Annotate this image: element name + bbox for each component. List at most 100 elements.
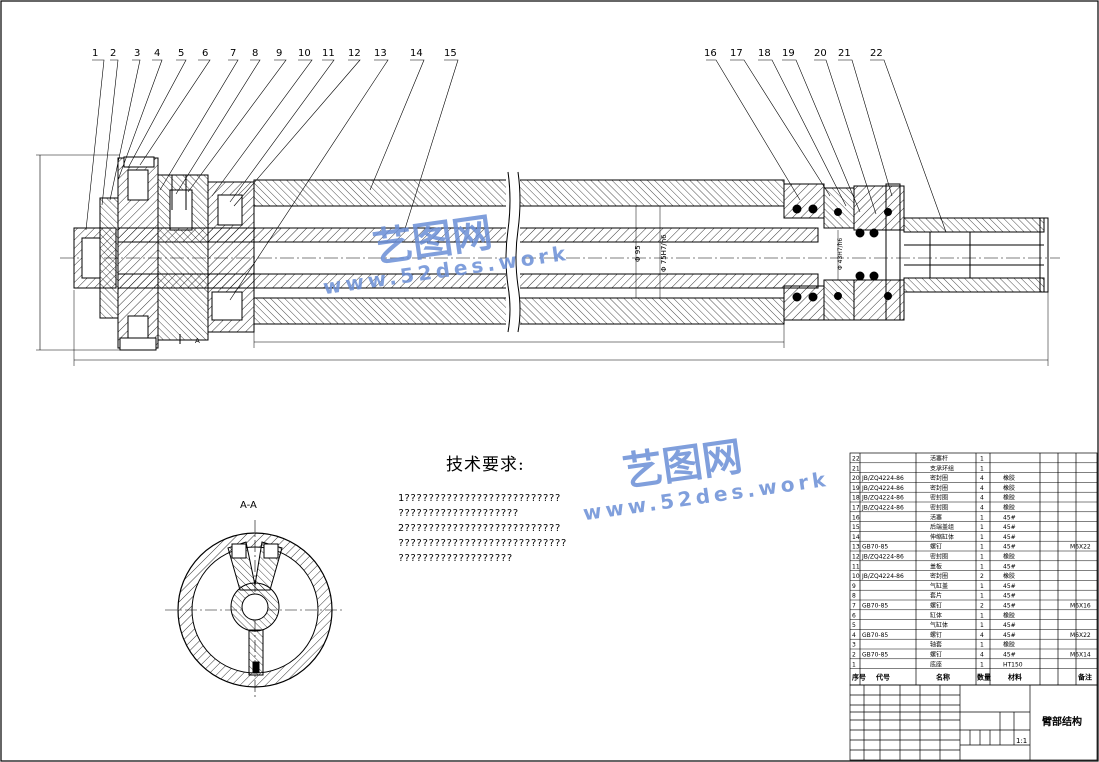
bom-cell-no: 22 <box>852 456 860 463</box>
bom-cell-mat: HT150 <box>1003 661 1023 668</box>
bom-cell-mat: 45# <box>1003 534 1016 541</box>
bom-cell-name: 螺钉 <box>930 543 942 551</box>
tech-req-line-1: 1?????????????????????????? <box>398 493 561 504</box>
bom-cell-no: 4 <box>852 632 856 639</box>
bom-cell-mat: 45# <box>1003 632 1016 639</box>
bom-cell-no: 9 <box>852 583 856 590</box>
bom-cell-code: JB/ZQ4224-86 <box>861 573 904 580</box>
bom-cell-qty: 1 <box>980 524 984 531</box>
bom-cell-no: 15 <box>852 524 860 531</box>
bom-cell-qty: 1 <box>980 534 984 541</box>
part-label-21: 21 <box>838 48 851 59</box>
bom-cell-qty: 1 <box>980 642 984 649</box>
section-view-aa <box>165 520 345 700</box>
bom-cell-name: 轴套 <box>930 641 942 649</box>
bom-cell-no: 2 <box>852 652 856 659</box>
bom-header-name: 名称 <box>936 673 950 682</box>
bom-cell-qty: 1 <box>980 465 984 472</box>
bom-cell-code: JB/ZQ4224-86 <box>861 495 904 502</box>
bom-cell-mat: 橡胶 <box>1003 494 1015 502</box>
bom-cell-name: 后端盖组 <box>930 523 954 531</box>
bom-cell-mat: 橡胶 <box>1003 611 1015 619</box>
part-label-1: 1 <box>92 48 98 59</box>
section-view-label: A-A <box>240 500 257 511</box>
part-label-3: 3 <box>134 48 140 59</box>
bom-cell-name: 螺钉 <box>930 631 942 639</box>
bom-cell-no: 16 <box>852 514 860 521</box>
part-label-14: 14 <box>410 48 423 59</box>
bom-cell-no: 21 <box>852 465 860 472</box>
bom-cell-mat: 橡胶 <box>1003 484 1015 492</box>
bom-cell-qty: 1 <box>980 456 984 463</box>
bom-cell-code: GB70-85 <box>862 632 888 639</box>
bom-cell-note: M6X16 <box>1070 603 1091 610</box>
bom-cell-mat: 45# <box>1003 544 1016 551</box>
bom-cell-name: 密封圈 <box>930 474 948 482</box>
bom-cell-mat: 45# <box>1003 603 1016 610</box>
bom-cell-no: 14 <box>852 534 860 541</box>
part-label-17: 17 <box>730 48 743 59</box>
bom-cell-qty: 2 <box>980 573 984 580</box>
bom-cell-no: 18 <box>852 495 860 502</box>
bom-cell-mat: 45# <box>1003 563 1016 570</box>
part-label-10: 10 <box>298 48 311 59</box>
bom-cell-code: GB70-85 <box>862 652 888 659</box>
bom-cell-mat: 45# <box>1003 514 1016 521</box>
bom-cell-qty: 2 <box>980 603 984 610</box>
bom-cell-no: 13 <box>852 544 860 551</box>
bom-cell-no: 19 <box>852 485 860 492</box>
bom-cell-qty: 1 <box>980 563 984 570</box>
tech-req-line-3: 2?????????????????????????? <box>398 523 561 534</box>
part-label-11: 11 <box>322 48 335 59</box>
part-label-16: 16 <box>704 48 717 59</box>
title-block <box>849 684 1098 761</box>
bom-cell-qty: 4 <box>980 475 984 482</box>
bom-cell-no: 5 <box>852 622 856 629</box>
bom-cell-mat: 橡胶 <box>1003 553 1015 561</box>
bom-header-qty: 数量 <box>977 673 991 682</box>
bom-cell-code: JB/ZQ4224-86 <box>861 475 904 482</box>
bom-cell-no: 20 <box>852 475 860 482</box>
drawing-title: 臂部结构 <box>1042 715 1082 728</box>
bom-cell-qty: 4 <box>980 632 984 639</box>
bom-cell-mat: 45# <box>1003 593 1016 600</box>
dim-fit-diameter: Φ 75H7/h6 <box>660 234 668 272</box>
part-label-6: 6 <box>202 48 208 59</box>
part-label-8: 8 <box>252 48 258 59</box>
bom-cell-mat: 橡胶 <box>1003 474 1015 482</box>
part-label-9: 9 <box>276 48 282 59</box>
bom-cell-name: 缸体 <box>930 611 942 619</box>
bill-of-materials <box>849 452 1098 686</box>
bom-cell-name: 盖板 <box>930 562 942 570</box>
bom-cell-name: 活塞 <box>930 513 942 521</box>
bom-cell-name: 套片 <box>930 592 942 600</box>
bom-cell-mat: 45# <box>1003 652 1016 659</box>
bom-cell-name: 活塞杆 <box>930 455 948 463</box>
part-label-13: 13 <box>374 48 387 59</box>
bom-header-no: 序号 <box>851 673 866 682</box>
bom-header-code: 代号 <box>875 673 890 682</box>
dim-bore-diameter: Φ 95 <box>634 245 642 262</box>
part-label-5: 5 <box>178 48 184 59</box>
bom-cell-mat: 橡胶 <box>1003 572 1015 580</box>
part-label-2: 2 <box>110 48 116 59</box>
bom-cell-name: 螺钉 <box>930 602 942 610</box>
bom-cell-code: GB70-85 <box>862 544 888 551</box>
bom-cell-qty: 4 <box>980 505 984 512</box>
bom-cell-no: 1 <box>852 661 856 668</box>
bom-cell-qty: 1 <box>980 514 984 521</box>
bom-cell-qty: 1 <box>980 593 984 600</box>
bom-cell-no: 10 <box>852 573 860 580</box>
bom-cell-mat: 橡胶 <box>1003 504 1015 512</box>
part-label-19: 19 <box>782 48 795 59</box>
bom-cell-qty: 4 <box>980 652 984 659</box>
bom-cell-code: GB70-85 <box>862 603 888 610</box>
part-label-20: 20 <box>814 48 827 59</box>
part-label-15: 15 <box>444 48 457 59</box>
assembly-view <box>36 154 1060 366</box>
tech-req-line-2: ???????????????????? <box>398 508 519 519</box>
bom-cell-name: 螺钉 <box>930 651 942 659</box>
